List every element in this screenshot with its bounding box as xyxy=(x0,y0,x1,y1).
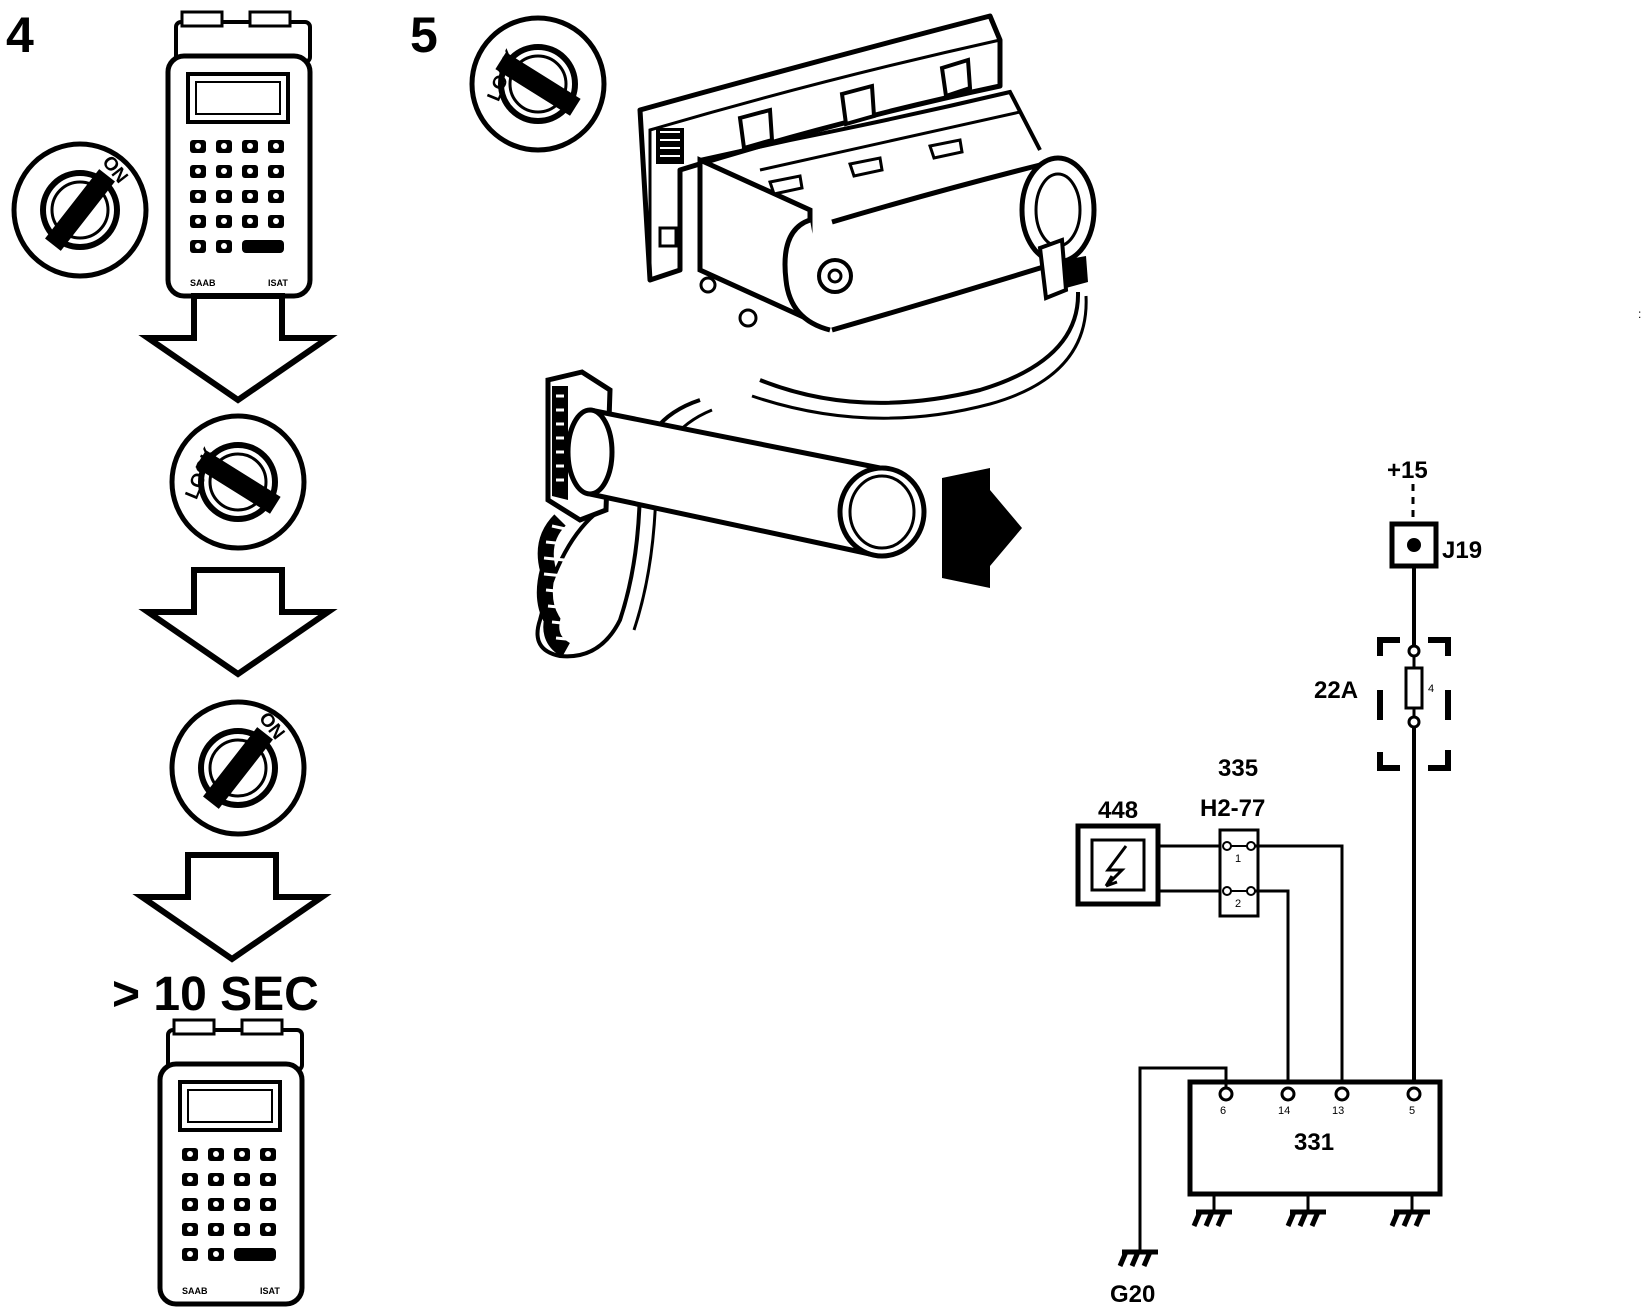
diagnostic-tester-top: SAAB ISAT xyxy=(168,12,310,296)
down-arrow-icon xyxy=(148,570,328,674)
ignition-key-lock-icon: LOCK xyxy=(472,18,604,150)
ground-icon xyxy=(1288,1212,1326,1226)
supply-label: +15 xyxy=(1387,457,1428,484)
margin-mark: : xyxy=(1638,307,1641,321)
step-4-number: 4 xyxy=(6,7,34,63)
airbag-module-illustration xyxy=(637,13,1097,420)
wiring-diagram: +15 J19 4 22A 448 335 H2-77 xyxy=(1075,457,1482,1308)
ignition-key-lock-icon: LOCK xyxy=(172,416,304,548)
ground-g20-icon xyxy=(1120,1252,1158,1266)
ignition-key-on-icon: ON xyxy=(14,144,146,276)
lightning-icon xyxy=(1104,845,1128,888)
ground-icon xyxy=(1392,1212,1430,1226)
connector-j19-pin xyxy=(1407,538,1421,552)
connector-335: 335 H2-77 1 2 xyxy=(1200,755,1265,918)
down-arrow-icon xyxy=(142,855,322,959)
ignition-key-on-icon: ON xyxy=(172,702,304,834)
tester-label-saab: SAAB xyxy=(190,278,216,288)
step-5-number: 5 xyxy=(410,7,438,63)
control-unit-label: 331 xyxy=(1294,1129,1334,1156)
connector-pin-1: 1 xyxy=(1235,853,1241,865)
airbag-inflator-illustration xyxy=(535,369,1022,659)
ground-icon xyxy=(1194,1212,1232,1226)
down-arrow-icon xyxy=(148,296,328,400)
connector-335-label: 335 xyxy=(1218,755,1258,782)
tester-label-isat: ISAT xyxy=(268,278,288,288)
control-unit-pin-13: 13 xyxy=(1332,1105,1344,1117)
fuse-box-label: 22A xyxy=(1314,677,1358,704)
connector-pin-2: 2 xyxy=(1235,898,1241,910)
diagnostic-tester-bottom: SAAB ISAT xyxy=(160,1020,302,1304)
tester-label-isat: ISAT xyxy=(260,1286,280,1296)
wait-time-label: > 10 SEC xyxy=(112,968,319,1021)
component-448: 448 xyxy=(1075,797,1161,907)
control-unit-331: 6 14 13 5 331 xyxy=(1187,1079,1443,1197)
control-unit-pin-14: 14 xyxy=(1278,1105,1290,1117)
connector-335-sub-label: H2-77 xyxy=(1200,795,1265,822)
control-unit-pin-6: 6 xyxy=(1220,1105,1226,1117)
tester-label-saab: SAAB xyxy=(182,1286,208,1296)
fuse-icon xyxy=(1404,666,1424,710)
control-unit-pin-5: 5 xyxy=(1409,1105,1415,1117)
connector-j19-label: J19 xyxy=(1442,537,1482,564)
fuse-number: 4 xyxy=(1428,683,1434,695)
component-448-label: 448 xyxy=(1098,797,1138,824)
fuse-box-22a: 4 22A xyxy=(1314,637,1451,771)
ground-label: G20 xyxy=(1110,1281,1155,1308)
